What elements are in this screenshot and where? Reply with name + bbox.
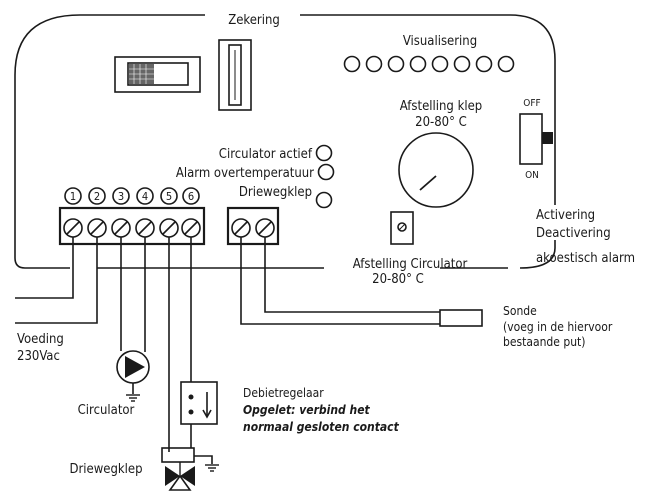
svg-text:4: 4	[142, 190, 148, 203]
circulator-trimmer[interactable]	[390, 211, 414, 245]
fuse-label: Zekering	[228, 13, 280, 28]
alarm-overtemp-led	[317, 163, 335, 181]
supply-label: Voeding	[17, 332, 64, 347]
acoustic-alarm-label: akoestisch alarm	[536, 251, 635, 266]
terminal-block-main	[58, 206, 206, 246]
pump-icon	[116, 345, 150, 394]
svg-text:1: 1	[70, 190, 76, 203]
three-way-valve-led-label: Driewegklep	[239, 185, 312, 200]
circulator-active-label: Circulator actief	[219, 147, 313, 162]
terminal-block-sensor	[226, 206, 280, 246]
terminal-screw	[63, 218, 201, 238]
sensor-note-line2: bestaande put)	[503, 335, 586, 349]
dial-icon[interactable]	[398, 132, 474, 208]
alarm-overtemp-label: Alarm overtemperatuur	[176, 166, 314, 181]
sensor-label: Sonde	[503, 304, 537, 318]
sensor-note-line1: (voeg in de hiervoor	[503, 320, 613, 334]
enclosure-outline	[14, 14, 205, 269]
led-indicator	[409, 55, 427, 73]
switch-off-label: OFF	[523, 98, 540, 109]
three-way-valve-label: Driewegklep	[69, 462, 142, 477]
svg-text:3: 3	[118, 190, 124, 203]
switch-on-label: ON	[525, 170, 539, 181]
valve-setting-label: Afstelling klep	[400, 99, 482, 114]
dip-switch[interactable]	[114, 56, 201, 93]
visualisation-leds	[343, 55, 515, 73]
led-indicator	[365, 55, 383, 73]
circulator-label: Circulator	[78, 403, 135, 418]
warning-line2: normaal gesloten contact	[243, 420, 400, 434]
led-indicator	[343, 55, 361, 73]
circ-setting-range: 20-80° C	[372, 272, 424, 287]
svg-text:5: 5	[166, 190, 172, 203]
led-indicator	[387, 55, 405, 73]
led-indicator	[453, 55, 471, 73]
circ-setting-label: Afstelling Circulator	[353, 257, 468, 272]
three-way-valve-led	[315, 191, 333, 209]
valve-setting-range: 20-80° C	[415, 115, 467, 130]
deactivation-label: Deactivering	[536, 226, 611, 241]
led-indicator	[431, 55, 449, 73]
fuse-icon	[218, 39, 252, 111]
circulator-active-led	[315, 144, 333, 162]
valve-icon	[161, 424, 213, 491]
toggle-switch-icon[interactable]	[519, 113, 553, 165]
wires	[15, 237, 440, 452]
ground-icon	[126, 394, 140, 402]
svg-text:2: 2	[94, 190, 100, 203]
sensor-probe-icon	[439, 309, 483, 327]
supply-voltage: 230Vac	[17, 349, 60, 364]
svg-text:6: 6	[188, 190, 194, 203]
visualisation-label: Visualisering	[403, 34, 477, 49]
led-indicator	[497, 55, 515, 73]
flow-regulator-label: Debietregelaar	[243, 386, 324, 400]
led-indicator	[475, 55, 493, 73]
ground-icon	[205, 464, 219, 472]
flow-switch-icon	[180, 381, 218, 425]
terminal-numbers: 1 2 3 4 5 6	[64, 187, 200, 205]
activation-label: Activering	[536, 208, 595, 223]
warning-line1: Opgelet: verbind het	[243, 403, 371, 417]
